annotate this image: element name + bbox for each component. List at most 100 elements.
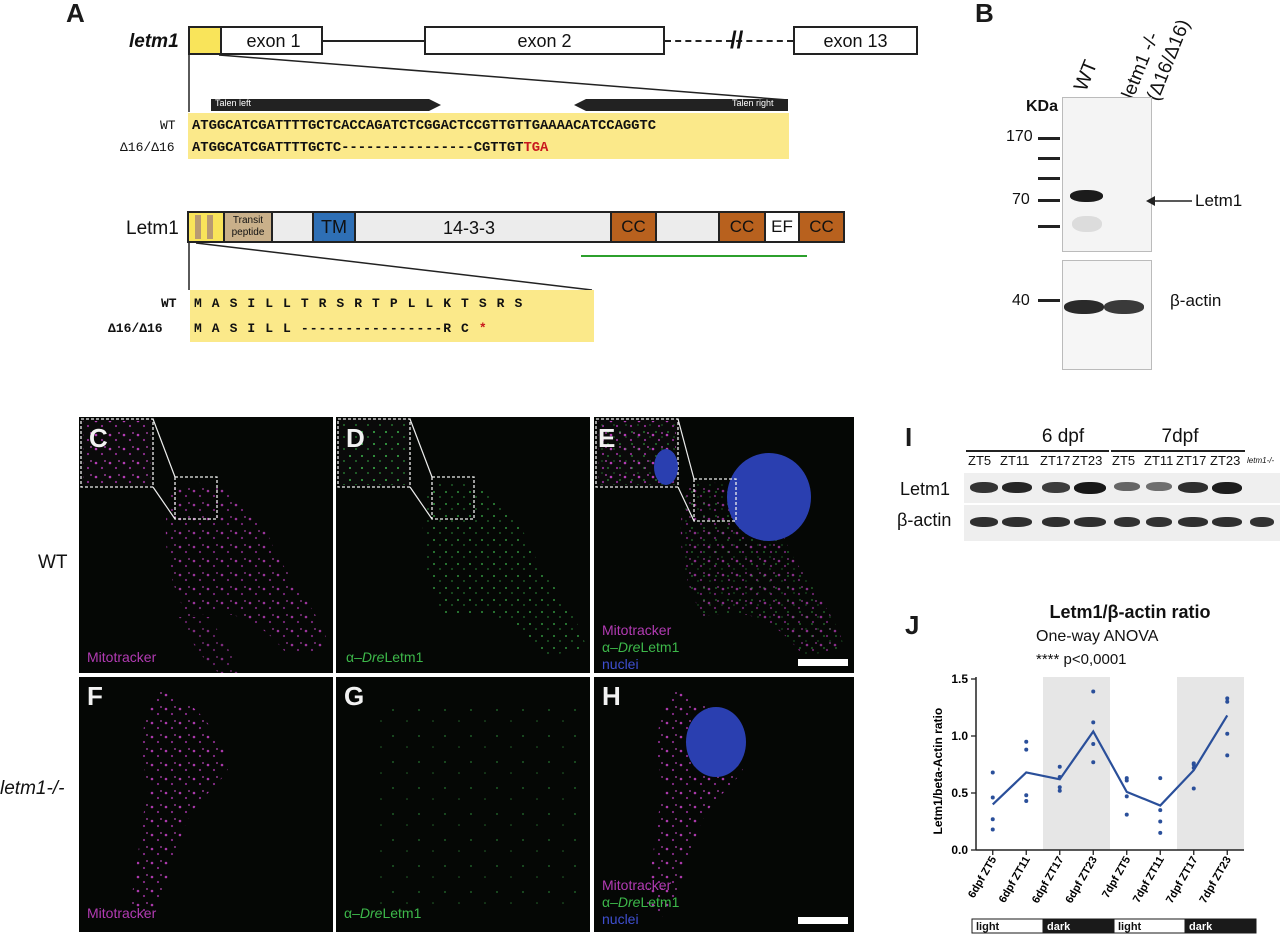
blot-b-tick-3: [1038, 177, 1060, 180]
dna-stop-codon: TGA: [523, 140, 549, 156]
image-panel-g-caption-alpha: α–: [344, 905, 360, 921]
ef-domain: EF: [766, 213, 800, 241]
image-panel-c-label: C: [89, 423, 108, 453]
chart-j-data-point: [1091, 689, 1096, 694]
chart-j-stats-line1: One-way ANOVA: [1036, 628, 1159, 645]
image-panel-h-caption-letm1-text: Letm1: [640, 894, 680, 910]
panel-label-i: I: [905, 422, 913, 452]
blot-b-actin-band-wt: [1064, 300, 1104, 314]
image-panel-d-label: D: [346, 423, 365, 453]
blot-i-group1-label: 6 dpf: [1041, 426, 1085, 447]
chart-j-light-dark-label: light: [976, 921, 1000, 933]
blot-b-letm1-label: Letm1: [1195, 191, 1243, 210]
image-panel-e-caption-letm1-text: Letm1: [640, 639, 680, 655]
blot-i-lane-7: ZT17: [1176, 453, 1207, 468]
blot-i-lane-ko: letm1-/-: [1247, 456, 1275, 465]
chart-j-data-point: [1057, 785, 1062, 790]
dna-mut-sequence-main: ATGGCATCGATTTTGCTC----------------CGTTGT: [192, 140, 524, 156]
chart-j-stats-line2: **** p<0,0001: [1036, 651, 1127, 668]
protein-wt-sequence: M A S I L L T R S R T P L L K T S R S: [194, 296, 524, 311]
image-panel-e-caption-nuclei: nuclei: [602, 656, 639, 672]
image-panel-h-caption-alpha: α–: [602, 894, 618, 910]
cc-label-3: CC: [809, 217, 834, 236]
cc-domain-1: CC: [610, 213, 657, 241]
blot-i-letm1-band: [970, 482, 998, 493]
chart-j-data-point: [1057, 764, 1062, 769]
image-panel-g-label: G: [344, 681, 365, 711]
image-panel-f: F Mitotracker: [79, 677, 333, 932]
chart-j-x-tick-label: 6dpf ZT5: [966, 855, 999, 901]
blot-i-letm1-band: [1212, 482, 1242, 494]
chart-j-data-point: [1057, 788, 1062, 793]
protein-mut-sequence: M A S I L L ----------------R C *: [194, 321, 488, 336]
chart-j-x-tick-label: 6dpf ZT17: [1030, 855, 1066, 906]
dna-wt-sequence: ATGGCATCGATTTTGCTCACCAGATCTCGGACTCCGTTGT…: [192, 118, 657, 134]
blot-b-tick-40: [1038, 299, 1060, 302]
image-panel-h-caption-letm1: α–DreLetm1: [602, 894, 679, 911]
chart-j-data-point: [1158, 776, 1163, 781]
protein-nterm-stripes: [189, 213, 225, 241]
exon-2-box: exon 2: [424, 26, 665, 55]
blot-i-group1-line: [966, 450, 1109, 452]
image-panel-e-caption-mito: Mitotracker: [602, 622, 672, 638]
chart-j-data-point: [1225, 731, 1230, 736]
protein-wt-label: WT: [161, 296, 177, 311]
blot-i-bands: [964, 473, 1280, 541]
tm-domain: TM: [312, 213, 356, 241]
image-panel-h-label: H: [602, 681, 621, 711]
chart-j-data-point: [1225, 753, 1230, 758]
intron-line-dashed: [665, 40, 793, 42]
blot-i-letm1-band: [1002, 482, 1032, 493]
blot-b-tick-170: [1038, 137, 1060, 140]
chart-j-data-point: [1191, 761, 1196, 766]
chart-j-light-dark-label: dark: [1189, 921, 1213, 933]
row-label-wt: WT: [38, 552, 68, 573]
exon-13-label: exon 13: [823, 31, 888, 51]
protein-sequence-box: [190, 290, 594, 342]
blot-i-group2-label: 7dpf: [1161, 426, 1199, 447]
chart-j-y-tick-label: 1.5: [951, 672, 968, 686]
exon-1-box: exon 1: [188, 26, 323, 55]
chart-j-light-dark-segment: [1184, 918, 1257, 934]
blot-i-actin-band: [1212, 517, 1242, 527]
cc-label-1: CC: [621, 217, 646, 236]
blot-b-tick-70: [1038, 199, 1060, 202]
chart-j-data-point: [1158, 808, 1163, 813]
blot-b-upper-membrane: [1062, 97, 1152, 252]
image-panel-e-caption-alpha: α–: [602, 639, 618, 655]
blot-i-actin-band: [970, 517, 998, 527]
domain-14-3-3-label: 14-3-3: [443, 218, 496, 238]
chart-j-data-point: [1124, 794, 1129, 799]
transit-peptide-domain: Transit peptide: [225, 213, 273, 241]
blot-b-actin-band-mut: [1104, 300, 1144, 314]
dna-mut-sequence: ATGGCATCGATTTTGCTC----------------CGTTGT…: [192, 140, 548, 156]
chart-j-data-point: [1024, 747, 1029, 752]
image-panel-e-caption: Mitotracker α–DreLetm1 nuclei: [602, 622, 679, 673]
chart-j-y-tick-label: 1.0: [951, 729, 968, 743]
blot-i-actin-band: [1250, 517, 1274, 527]
chart-j-data-point: [1024, 739, 1029, 744]
blot-i-actin-band: [1146, 517, 1172, 527]
panel-label-b: B: [975, 0, 994, 28]
blot-i-letm1-band: [1042, 482, 1070, 493]
gene-name: letm1: [129, 31, 179, 52]
blot-i-actin-band: [1042, 517, 1070, 527]
exon-13-box: exon 13: [793, 26, 918, 55]
talen-right-label: Talen right: [732, 98, 774, 108]
blot-i-actin-band: [1074, 517, 1106, 527]
chart-j-dark-shade: [1043, 677, 1110, 850]
image-panel-e-label: E: [598, 423, 616, 453]
blot-b-tick-2: [1038, 157, 1060, 160]
blot-b-actin-label: β-actin: [1170, 291, 1222, 310]
cc-domain-3: CC: [800, 213, 843, 241]
dna-mut-label: Δ16/Δ16: [120, 140, 175, 155]
chart-j-y-tick-label: 0.0: [951, 843, 968, 857]
protein-name: Letm1: [126, 218, 179, 239]
blot-i-letm1-band: [1114, 482, 1140, 491]
image-panel-h-caption: Mitotracker α–DreLetm1 nuclei: [602, 877, 679, 928]
green-underline: [581, 255, 807, 257]
chart-j-x-tick-label: 6dpf ZT11: [997, 855, 1033, 905]
blot-b-marker-40: 40: [1012, 292, 1030, 309]
blot-i-lane-6: ZT11: [1144, 453, 1174, 468]
chart-j-data-point: [1225, 696, 1230, 701]
